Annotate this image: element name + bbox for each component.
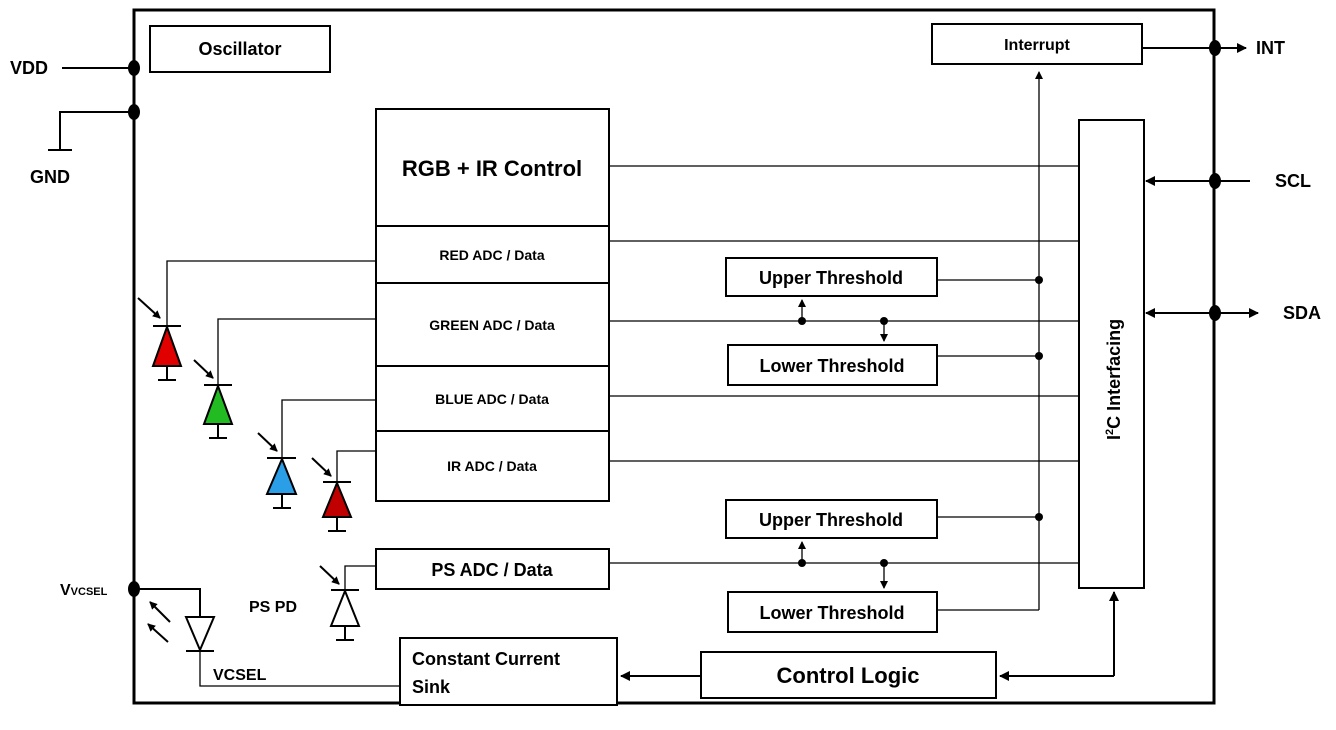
oscillator-label: Oscillator [198,39,281,59]
lower-threshold-label-1: Lower Threshold [759,356,904,376]
blue-photodiode-triangle [265,456,298,495]
control-logic-block [700,651,997,699]
green-adc-label: GREEN ADC / Data [429,317,555,333]
vcsel-emitter: VVCSEL VCSEL [60,581,400,687]
ps-photodiode: PS PD [249,565,361,641]
upper-threshold-block-1 [725,257,938,297]
int-pin-label: INT [1256,38,1285,58]
interrupt-label: Interrupt [1004,37,1070,54]
ps-photodiode-triangle [329,588,361,627]
red-photodiode [137,297,183,381]
lower-threshold-block-1 [727,344,938,386]
sink-label: Sink [412,677,451,697]
control-logic-label: Control Logic [777,663,920,688]
ps-pd-label: PS PD [249,599,297,616]
scl-pin-label: SCL [1275,171,1311,191]
oscillator-block [149,25,331,73]
vvcsel-pin-label: VVCSEL [60,582,108,599]
vdd-pin: VDD [10,58,140,78]
i2c-interfacing-block [1078,119,1145,589]
constant-current-sink-block [399,637,618,706]
ir-adc-label: IR ADC / Data [447,458,537,474]
gnd-label: GND [30,167,70,187]
gnd-pin: GND [30,104,140,187]
lower-threshold-block-2 [727,591,938,633]
rgb-ir-control-block [375,108,610,227]
blue-photodiode [257,432,298,509]
ir-photodiode-triangle [321,480,353,518]
constant-current-label: Constant Current [412,649,560,669]
blue-adc-block [375,365,610,432]
interrupt-block [931,23,1143,65]
green-photodiode-triangle [202,383,234,425]
upper-threshold-label-1: Upper Threshold [759,268,903,288]
ir-photodiode [311,457,353,532]
ps-adc-label: PS ADC / Data [431,560,553,580]
blue-adc-label: BLUE ADC / Data [435,391,549,407]
chip-outline [132,8,1216,705]
rgb-ir-control-label: RGB + IR Control [402,156,582,181]
red-adc-label: RED ADC / Data [439,247,544,263]
red-photodiode-triangle [151,324,183,367]
green-adc-block [375,282,610,367]
green-photodiode [193,359,234,439]
sda-pin-label: SDA [1283,303,1321,323]
red-adc-block [375,225,610,284]
lower-threshold-label-2: Lower Threshold [759,603,904,623]
ir-adc-block [375,430,610,502]
vcsel-label: VCSEL [213,667,267,684]
ps-adc-block [375,548,610,590]
upper-threshold-block-2 [725,499,938,539]
i2c-label: I2C Interfacing [1104,319,1124,440]
vdd-label: VDD [10,58,48,78]
upper-threshold-label-2: Upper Threshold [759,510,903,530]
